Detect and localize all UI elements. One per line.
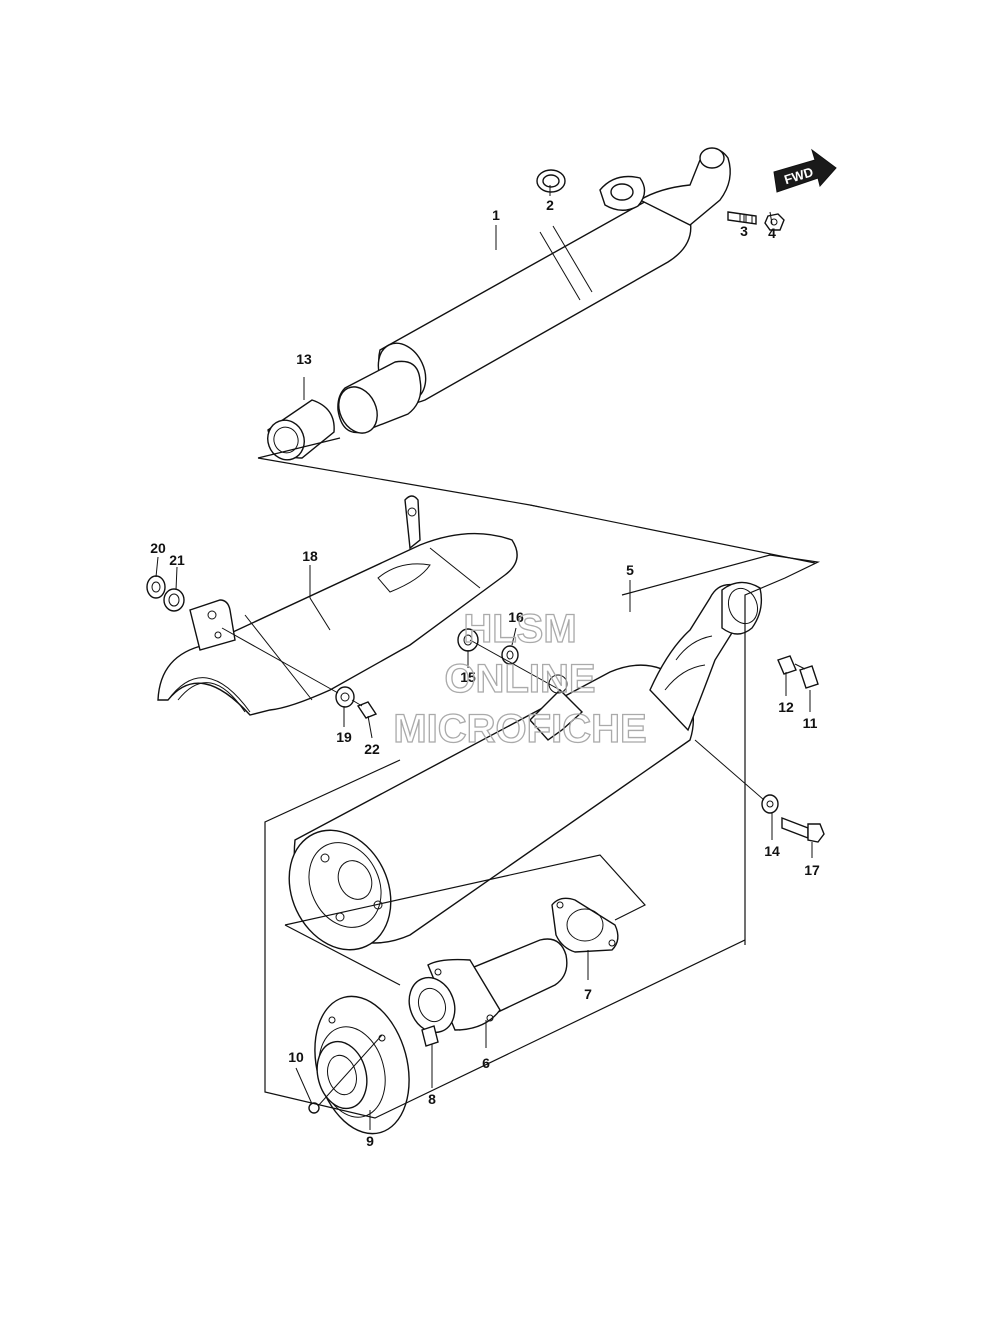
bolt-part-22 <box>351 699 378 719</box>
callout-19: 19 <box>336 729 352 745</box>
gasket-part-2 <box>536 169 566 193</box>
tail-assembly-frame-lower <box>284 924 401 986</box>
watermark-line-3: MICROFICHE <box>393 707 646 751</box>
bolt-part-17 <box>781 816 825 843</box>
tail-pipe-part-6 <box>408 938 568 1034</box>
heat-shield-part-18 <box>157 495 518 716</box>
washer-part-20 <box>146 575 166 599</box>
muffler-bolt-leader <box>694 739 765 801</box>
callout-15: 15 <box>460 669 476 685</box>
stud-part-3 <box>727 211 757 225</box>
leader-lines <box>155 185 813 1130</box>
callout-10: 10 <box>288 1049 304 1065</box>
shield-bolt-leader <box>221 627 339 694</box>
washer-part-14 <box>761 794 779 814</box>
callout-12: 12 <box>778 699 794 715</box>
callout-3: 3 <box>740 223 748 239</box>
fwd-arrow-icon: FWD <box>773 148 837 193</box>
bolt-part-11 <box>794 663 819 689</box>
collar-part-21 <box>163 588 185 612</box>
watermark-line-2: ONLINE <box>444 657 595 701</box>
callout-16: 16 <box>508 609 524 625</box>
sleeve-part-13 <box>267 399 335 461</box>
callout-7: 7 <box>584 986 592 1002</box>
washer-part-19 <box>335 686 355 708</box>
gasket-part-7 <box>551 897 619 953</box>
exhaust-pipe-part-1 <box>337 147 731 434</box>
callout-13: 13 <box>296 351 312 367</box>
callout-5: 5 <box>626 562 634 578</box>
callout-17: 17 <box>804 862 820 878</box>
callout-2: 2 <box>546 197 554 213</box>
cap-screw-leader <box>317 1034 383 1107</box>
callout-6: 6 <box>482 1055 490 1071</box>
cushion-part-15 <box>457 628 479 652</box>
upper-assembly-frame-link <box>257 457 816 564</box>
callout-20: 20 <box>150 540 166 556</box>
screw-part-8 <box>421 1025 439 1047</box>
callout-11: 11 <box>803 715 818 731</box>
watermark-line-1: HLSM <box>463 607 576 651</box>
callout-22: 22 <box>364 741 380 757</box>
mount-leader <box>469 639 561 691</box>
callout-1: 1 <box>492 207 500 223</box>
callout-labels: 1 2 3 4 5 6 7 8 9 10 11 12 13 14 15 16 1… <box>150 197 820 1149</box>
callout-14: 14 <box>764 843 780 859</box>
collar-part-12 <box>777 655 797 675</box>
muffler-part-5 <box>288 581 763 951</box>
watermark: HLSM ONLINE MICROFICHE <box>393 606 648 751</box>
callout-4: 4 <box>768 225 776 241</box>
tail-assembly-frame <box>284 854 646 926</box>
muffler-assembly-frame <box>264 554 821 1119</box>
upper-assembly-frame <box>257 437 341 459</box>
end-cap-part-9 <box>314 995 410 1135</box>
nut-part-4 <box>764 213 785 231</box>
upper-link-line <box>529 504 541 508</box>
callout-21: 21 <box>169 552 185 568</box>
callout-8: 8 <box>428 1091 436 1107</box>
callout-9: 9 <box>366 1133 374 1149</box>
callout-18: 18 <box>302 548 318 564</box>
